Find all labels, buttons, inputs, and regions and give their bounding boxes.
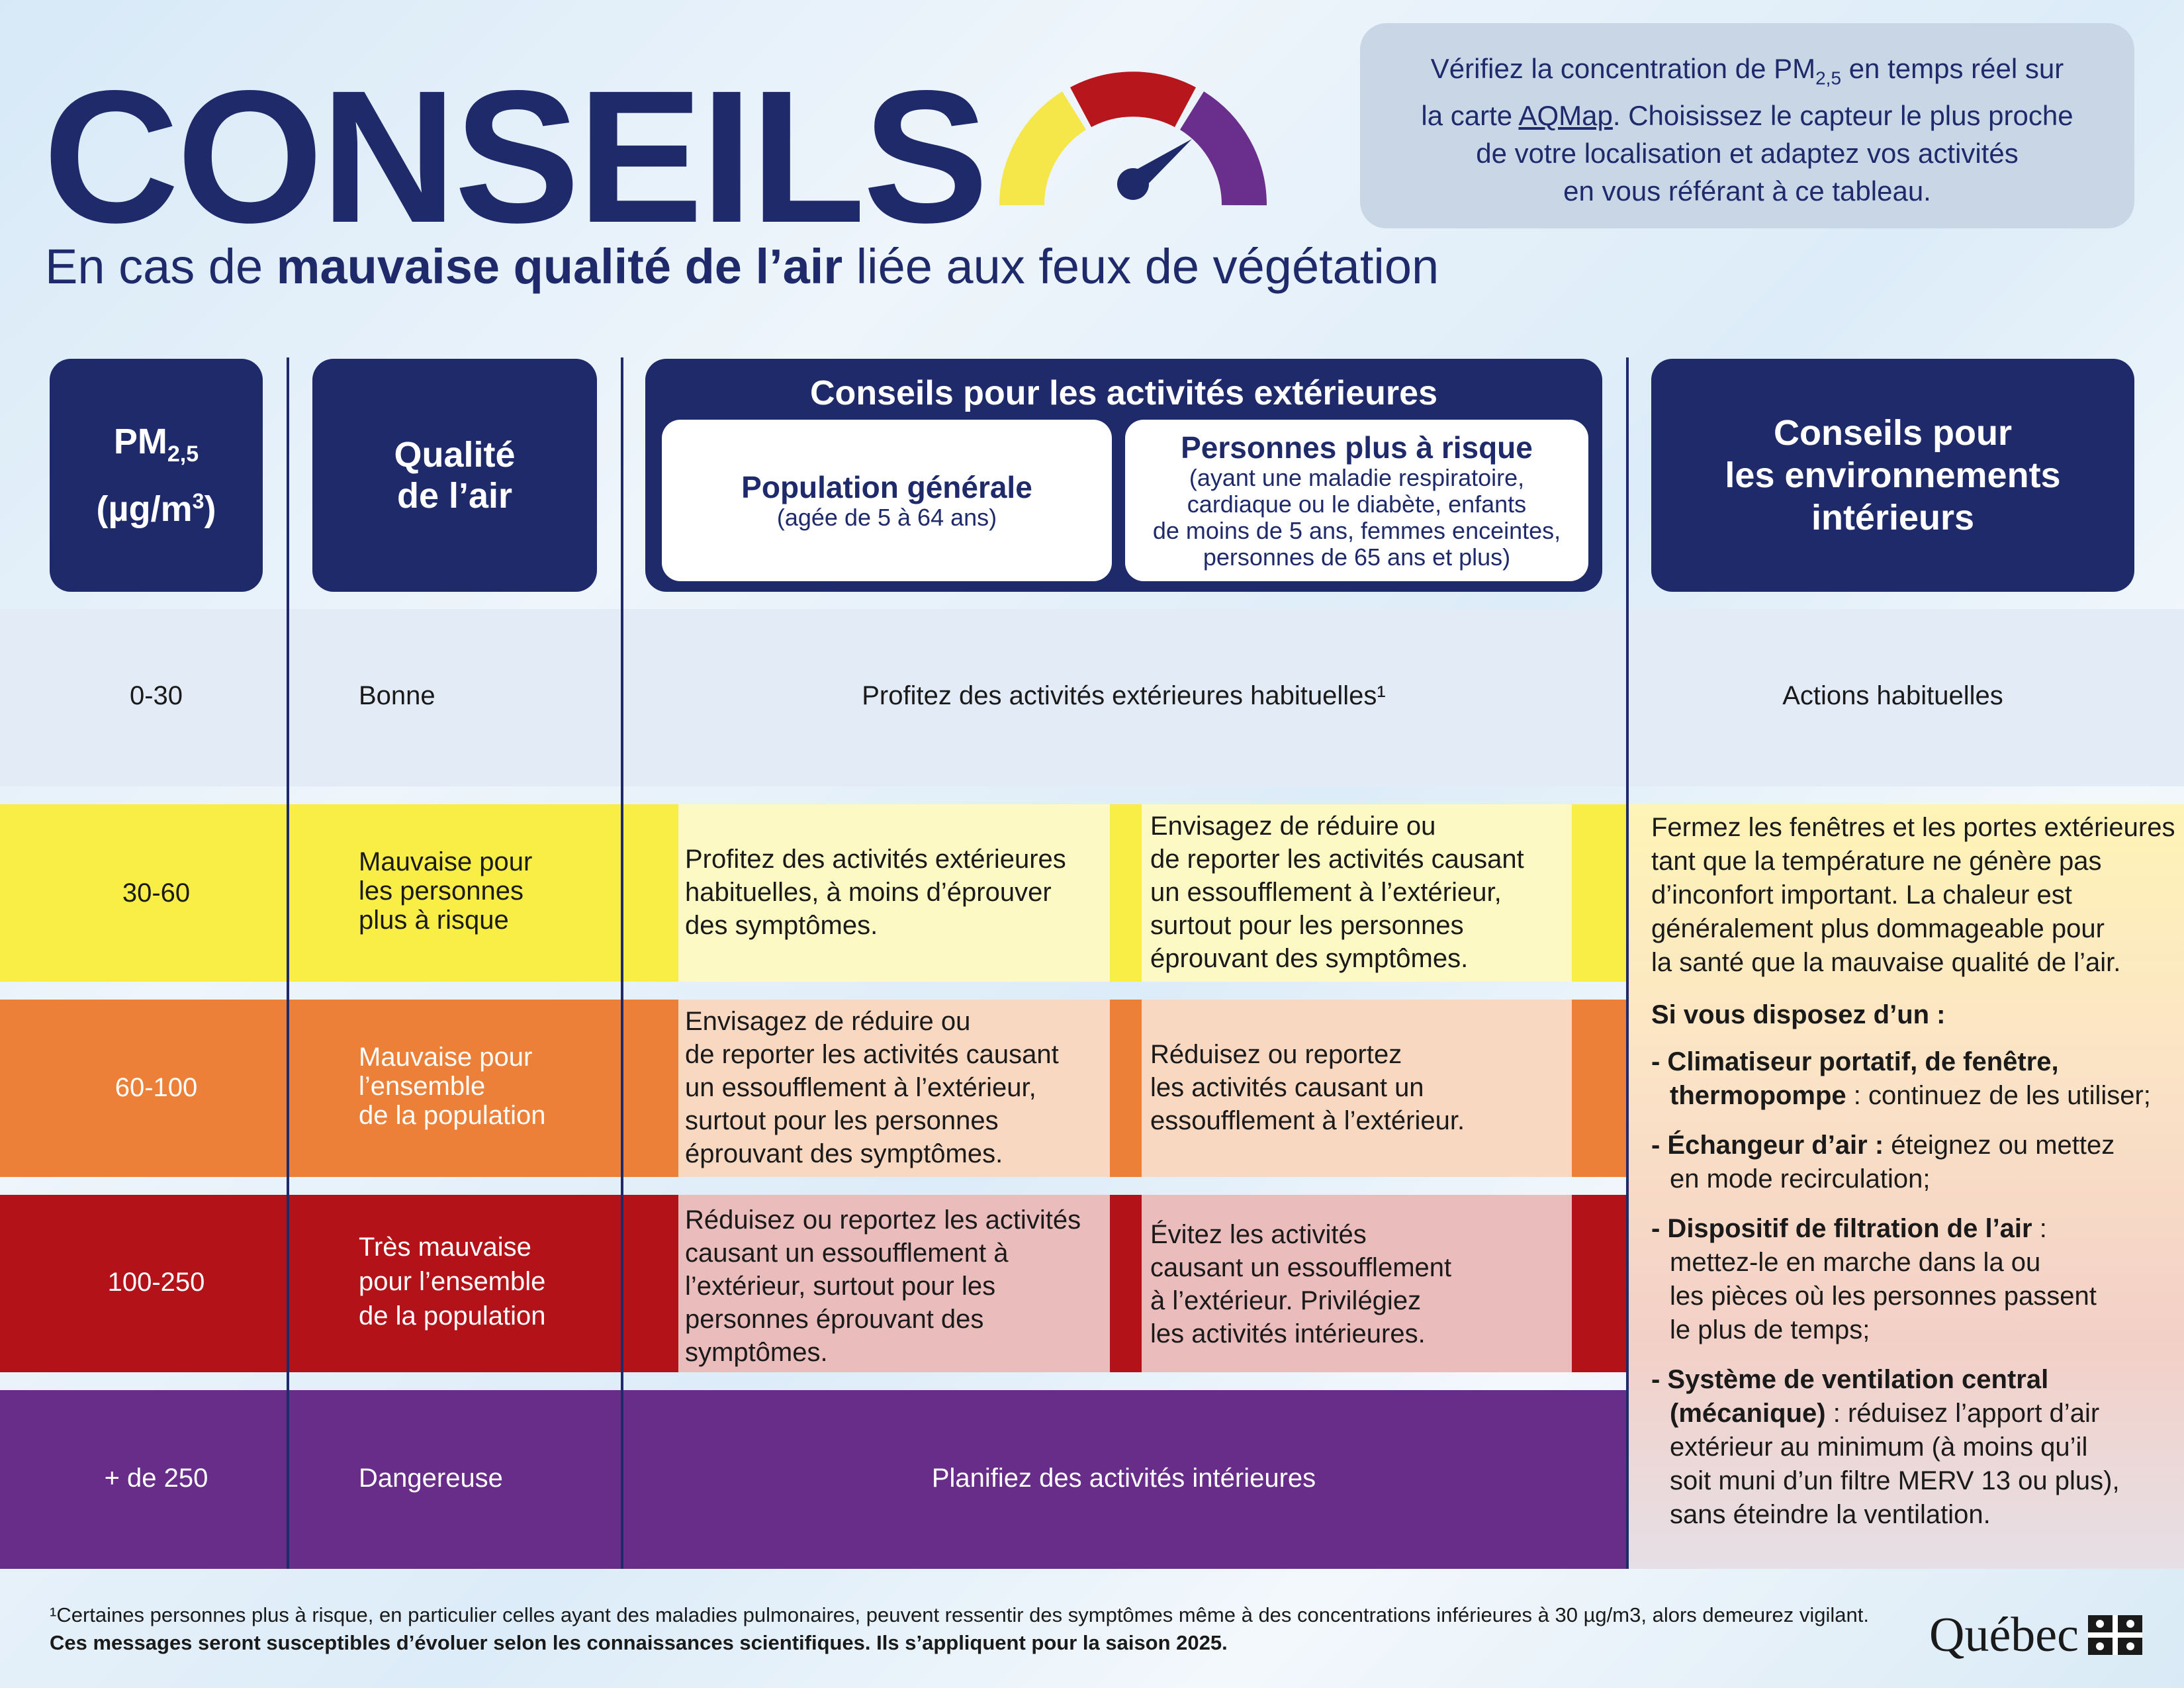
indoor-advice: Actions habituelles (1782, 681, 2003, 710)
outdoor-advice: Profitez des activités extérieures habit… (862, 681, 1386, 710)
row-moderate-general-bg (678, 804, 1110, 982)
pm-range: 60-100 (114, 1073, 198, 1102)
row-unhealthy-risk-bg (1142, 1000, 1572, 1177)
air-quality-label: Dangereuse (359, 1464, 503, 1493)
indoor-item-central-ventilation: - Système de ventilation central (mécani… (1651, 1365, 2120, 1529)
divider-line (1626, 357, 1629, 1569)
divider-line (621, 357, 623, 1569)
subheader-general-population: Population générale (agée de 5 à 64 ans) (662, 420, 1112, 581)
row-very-unhealthy-risk-bg (1142, 1195, 1572, 1372)
disclaimer: Ces messages seront susceptibles d’évolu… (50, 1631, 1228, 1654)
page-title: CONSEILS (43, 52, 989, 262)
air-quality-gauge-icon (999, 71, 1267, 206)
row-good (0, 609, 2184, 786)
indoor-advice-panel (1628, 804, 2184, 1569)
pm-range: 100-250 (107, 1268, 205, 1297)
aqmap-link[interactable]: AQMap (1518, 100, 1613, 132)
indoor-item-air-exchanger: - Échangeur d’air : éteignez ou mettez e… (1651, 1131, 2115, 1194)
row-unhealthy-general-bg (678, 1000, 1110, 1177)
indoor-item-air-filtration: - Dispositif de filtration de l’air : me… (1651, 1214, 2097, 1344)
indoor-equipment-heading: Si vous disposez d’un : (1651, 1000, 1946, 1029)
fleurdelise-flag-icon (2088, 1615, 2142, 1655)
outdoor-advice: Planifiez des activités intérieures (931, 1464, 1316, 1493)
subheader-at-risk: Personnes plus à risque (ayant une malad… (1125, 420, 1588, 581)
footnote: ¹Certaines personnes plus à risque, en p… (50, 1603, 1869, 1626)
info-box: Vérifiez la concentration de PM2,5 en te… (1360, 23, 2134, 228)
column-header-outdoor: Conseils pour les activités extérieures … (645, 359, 1602, 592)
row-hazardous (0, 1390, 1628, 1569)
pm-range: 0-30 (129, 681, 183, 710)
quebec-logo: Québec (1929, 1608, 2079, 1662)
column-header-pm: PM2,5 (µg/m3) (50, 359, 263, 592)
indoor-item-air-conditioner: - Climatiseur portatif, de fenêtre, ther… (1651, 1047, 2151, 1110)
row-moderate-risk-bg (1142, 804, 1572, 982)
row-very-unhealthy-general-bg (678, 1195, 1110, 1372)
divider-line (287, 357, 289, 1569)
indoor-advice-text: Fermez les fenêtres et les portes extéri… (1651, 811, 2181, 1548)
page-subtitle: En cas de mauvaise qualité de l’air liée… (45, 239, 1439, 294)
air-quality-label: Bonne (359, 681, 435, 710)
pm-range: 30-60 (122, 878, 191, 908)
pm-range: + de 250 (104, 1464, 208, 1493)
